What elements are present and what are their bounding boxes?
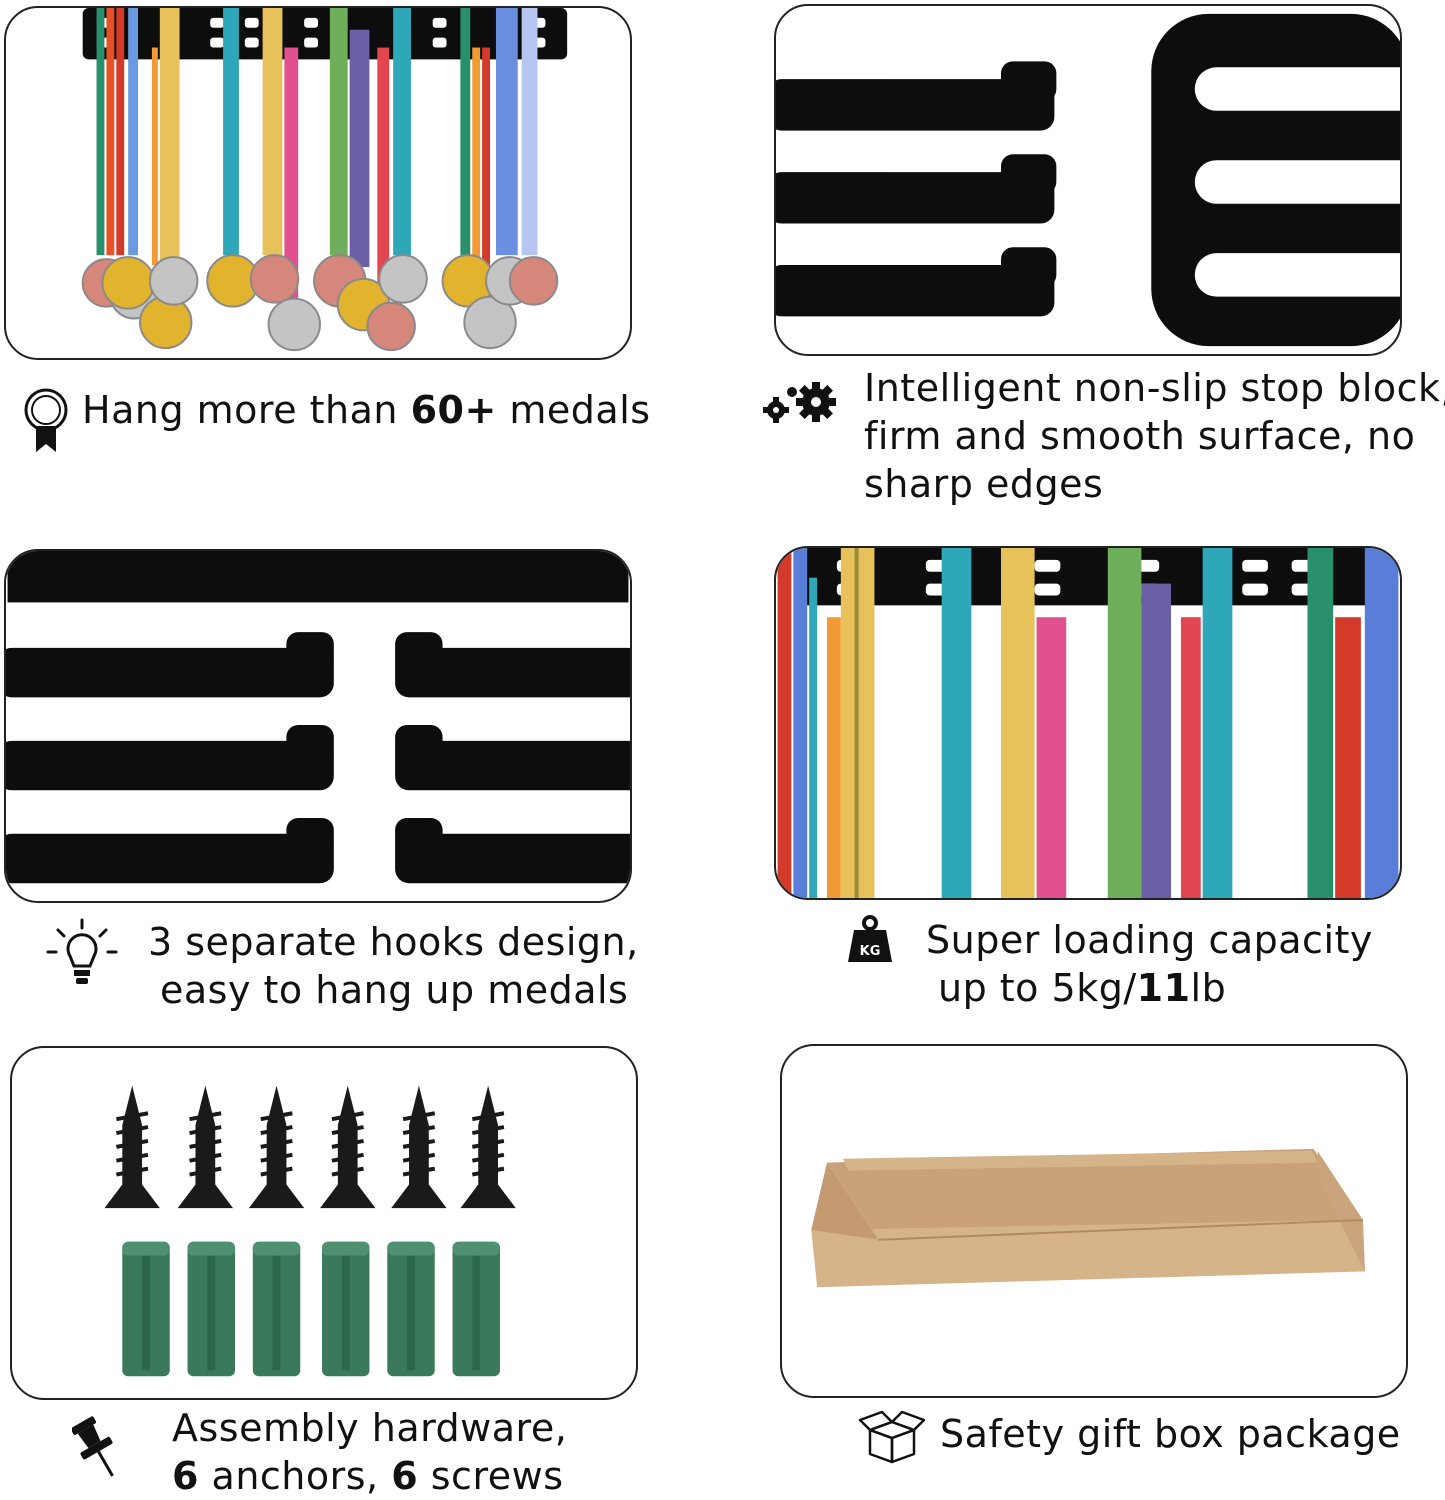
caption-medals-post: medals: [496, 388, 651, 432]
caption-hardware-screw-count: 6: [391, 1454, 419, 1498]
hooks-closeup: [4, 549, 632, 903]
caption-stop-block-line3: sharp edges: [864, 462, 1104, 506]
caption-stop-block-line2: firm and smooth surface, no: [864, 414, 1416, 458]
caption-stop-block: Intelligent non-slip stop block, firm an…: [864, 364, 1445, 508]
screws-anchors-illustration: [102, 1083, 518, 1377]
gift-box-photo: [780, 1044, 1408, 1398]
ribbons-illustration: [777, 548, 1399, 898]
kg-weight-icon: KG: [846, 914, 894, 964]
caption-hooks-line2: easy to hang up medals: [160, 968, 629, 1012]
caption-hardware: Assembly hardware, 6 anchors, 6 screws: [172, 1404, 567, 1500]
caption-hardware-screws: screws: [418, 1454, 564, 1498]
medal-rack-photo: [4, 6, 632, 360]
pushpin-icon: [72, 1414, 122, 1484]
hooks-illustration: [6, 551, 630, 884]
caption-hardware-anchor-count: 6: [172, 1454, 199, 1498]
hardware-photo: [10, 1046, 638, 1400]
ribbon-award-icon: [22, 386, 70, 454]
caption-hardware-line2: 6 anchors, 6 screws: [172, 1452, 567, 1500]
caption-hardware-anchors: anchors,: [198, 1454, 392, 1498]
caption-capacity-line1: Super loading capacity: [926, 918, 1373, 962]
caption-stop-block-line1: Intelligent non-slip stop block,: [864, 366, 1445, 410]
caption-medals: Hang more than 60+ medals: [82, 386, 651, 434]
caption-box-text: Safety gift box package: [940, 1412, 1401, 1456]
caption-box: Safety gift box package: [940, 1410, 1401, 1458]
gears-icon: [762, 380, 840, 428]
gift-box-illustration: [811, 1148, 1365, 1288]
caption-capacity-pre: up to 5kg/: [938, 966, 1137, 1010]
lightbulb-icon: [46, 918, 118, 990]
weight-label: KG: [860, 944, 881, 959]
caption-hardware-line1: Assembly hardware,: [172, 1406, 568, 1450]
stop-block-closeup: [774, 4, 1402, 356]
caption-medals-count: 60+: [410, 388, 497, 432]
caption-hooks: 3 separate hooks design, easy to hang up…: [148, 918, 639, 1014]
caption-capacity-number: 11: [1136, 966, 1191, 1010]
ribbons-closeup: [774, 546, 1402, 900]
caption-capacity: Super loading capacity up to 5kg/11lb: [926, 916, 1373, 1012]
stop-block-illustration: [776, 13, 1400, 347]
medal-rack-illustration: [81, 8, 568, 352]
caption-capacity-unit: lb: [1190, 966, 1227, 1010]
caption-capacity-line2: up to 5kg/11lb: [926, 964, 1373, 1012]
caption-medals-pre: Hang more than: [82, 388, 411, 432]
caption-hooks-line1: 3 separate hooks design,: [148, 920, 639, 964]
open-box-icon: [856, 1410, 928, 1464]
